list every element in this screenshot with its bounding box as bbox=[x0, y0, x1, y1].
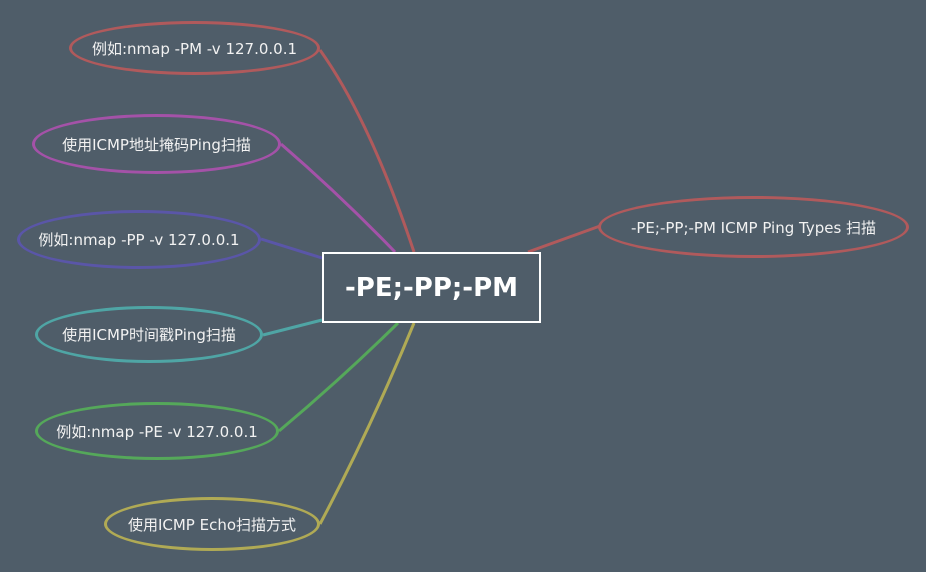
connector-pm-example bbox=[318, 49, 416, 253]
node-pp-example[interactable]: 例如:nmap -PP -v 127.0.0.1 bbox=[17, 210, 261, 269]
connector-pp-example bbox=[260, 237, 323, 260]
node-echo-scan[interactable]: 使用ICMP Echo扫描方式 bbox=[104, 497, 320, 551]
connector-mask bbox=[280, 142, 397, 254]
node-timestamp-ping[interactable]: 使用ICMP时间戳Ping扫描 bbox=[35, 306, 263, 363]
central-topic[interactable]: -PE;-PP;-PM bbox=[322, 252, 541, 323]
connector-pe-example bbox=[278, 321, 400, 433]
node-ping-types-scan[interactable]: -PE;-PP;-PM ICMP Ping Types 扫描 bbox=[598, 196, 909, 258]
connector-timestamp bbox=[262, 318, 323, 337]
node-address-mask-ping[interactable]: 使用ICMP地址掩码Ping扫描 bbox=[32, 114, 281, 174]
node-pm-example[interactable]: 例如:nmap -PM -v 127.0.0.1 bbox=[69, 21, 320, 75]
connector-types bbox=[527, 224, 601, 254]
connector-echo bbox=[318, 322, 416, 525]
node-pe-example[interactable]: 例如:nmap -PE -v 127.0.0.1 bbox=[35, 402, 279, 460]
